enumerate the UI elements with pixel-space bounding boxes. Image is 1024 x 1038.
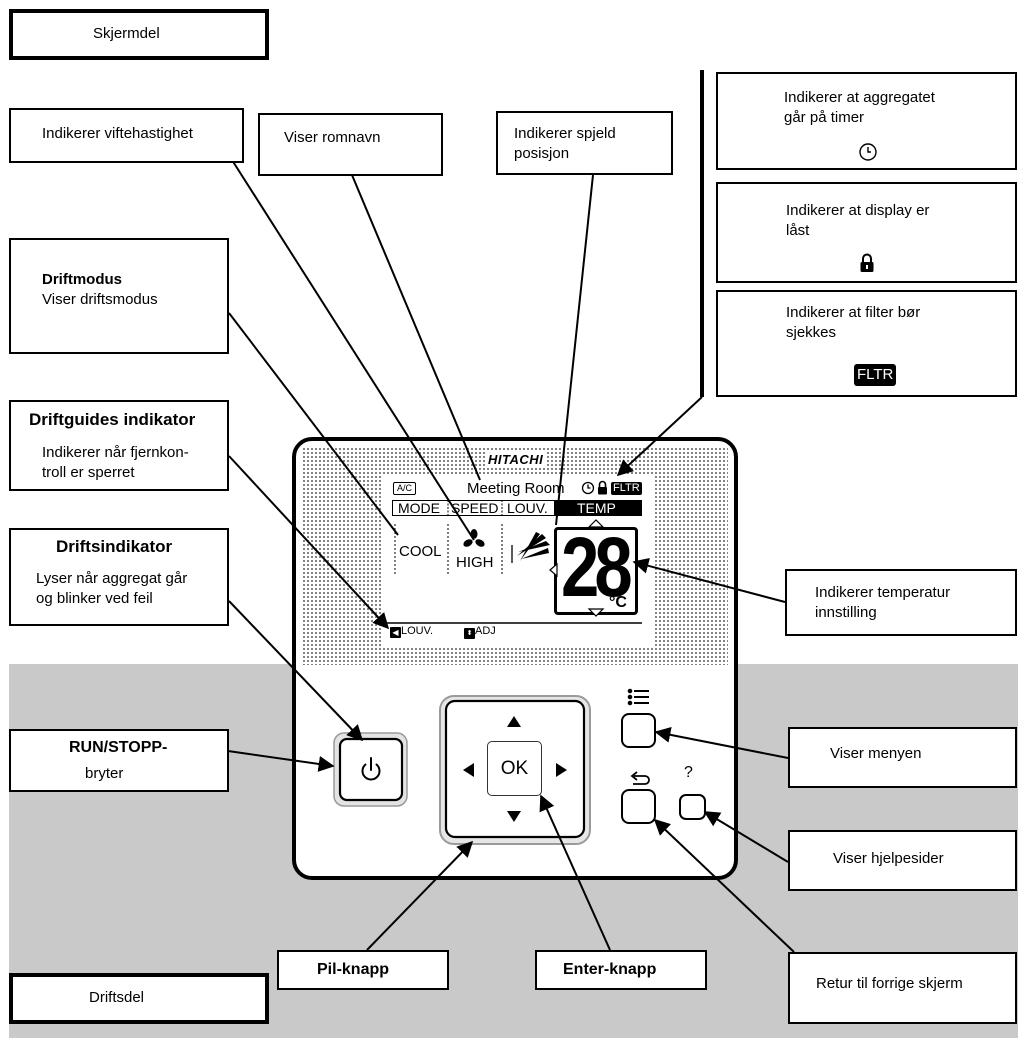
speed-value: HIGH [456, 554, 494, 571]
callout-run-stop: RUN/STOPP- bryter [9, 729, 229, 792]
callout-menu: Viser menyen [788, 727, 1017, 788]
callout-title: Driftguides indikator [29, 410, 196, 429]
tab-temp-highlight [554, 500, 642, 516]
callout-lock: Indikerer at display er låst [716, 182, 1017, 283]
temperature-unit: °C [609, 594, 627, 611]
filter-badge: FLTR [611, 482, 642, 495]
menu-icon [627, 688, 649, 706]
operation-part-box: Driftsdel [9, 973, 269, 1024]
return-button [621, 789, 656, 824]
return-icon [630, 771, 650, 785]
arrow-down-icon [507, 811, 521, 822]
leader-op-mode [228, 312, 399, 536]
up-down-key-icon: ⬍ [464, 628, 475, 639]
callout-text: posisjon [514, 145, 570, 162]
lock-icon [597, 480, 608, 500]
callout-text: Indikerer temperatur [815, 584, 951, 601]
callout-text: går på timer [784, 109, 865, 126]
leader-return [653, 818, 795, 953]
leader-status-icons [616, 396, 703, 477]
callout-text: Indikerer viftehastighet [42, 125, 193, 142]
callout-return: Retur til forrige skjerm [788, 952, 1017, 1024]
help-button [679, 794, 706, 820]
temp-down-indicator [587, 608, 605, 617]
tab-mode: MODE [398, 500, 440, 516]
help-symbol: ? [684, 764, 693, 781]
brand-logo: HITACHI [486, 452, 546, 467]
leader-fan-speed [231, 159, 475, 541]
clock-icon [581, 481, 595, 500]
room-name: Meeting Room [467, 480, 565, 497]
callout-title: Pil-knapp [317, 961, 390, 978]
tab-louver: LOUV. [507, 500, 548, 516]
callout-enter-key: Enter-knapp [535, 950, 707, 990]
callout-guide: Driftguides indikator Indikerer når fjer… [9, 400, 229, 491]
tab-speed: SPEED [451, 500, 499, 516]
leader-arrow-key [366, 840, 474, 951]
callout-text: Indikerer spjeld [514, 125, 616, 142]
callout-text: Viser romnavn [284, 129, 381, 146]
temp-left-indicator [549, 562, 558, 578]
leader-run-stop [227, 750, 335, 772]
leader-help [703, 811, 789, 863]
hint-adjust: ⬍ADJ [464, 625, 496, 639]
callout-text: Lyser når aggregat går [36, 570, 188, 587]
leader-menu [654, 726, 789, 759]
callout-timer: Indikerer at aggregatet går på timer [716, 72, 1017, 170]
leader-room-name [351, 174, 481, 481]
callout-room-name: Viser romnavn [258, 113, 443, 176]
callout-text: sjekkes [786, 324, 837, 341]
callout-text: troll er sperret [42, 464, 135, 481]
callout-fan-speed: Indikerer viftehastighet [9, 108, 244, 163]
operation-part-label: Driftsdel [89, 989, 145, 1006]
callout-op-mode: Driftmodus Viser driftsmodus [9, 238, 229, 354]
callout-text: låst [786, 222, 810, 239]
mode-value: COOL [399, 543, 442, 560]
callout-text: Indikerer at filter bør [786, 304, 921, 321]
lock-icon [859, 252, 875, 279]
callout-temp: Indikerer temperatur innstilling [785, 569, 1017, 636]
leader-run-indicator [228, 600, 364, 742]
ac-badge: A/C [393, 482, 417, 495]
display-part-label: Skjermdel [93, 25, 160, 42]
callout-text: Indikerer at aggregatet [784, 89, 935, 106]
arrow-left-icon [463, 763, 474, 777]
arrow-up-icon [507, 716, 521, 727]
temperature-value: 28 [561, 520, 633, 614]
ok-button[interactable]: OK [487, 741, 542, 796]
leader-louver [555, 174, 594, 526]
callout-text: og blinker ved feil [36, 590, 153, 607]
callout-text: Indikerer at display er [786, 202, 930, 219]
callout-arrow-key: Pil-knapp [277, 950, 449, 990]
temp-up-indicator [587, 519, 605, 528]
callout-text: Indikerer når fjernkon- [42, 444, 189, 461]
menu-button [621, 713, 656, 748]
power-icon [361, 757, 381, 781]
filter-badge-large: FLTR [854, 364, 897, 386]
callout-louver: Indikerer spjeld posisjon [496, 111, 673, 175]
leader-temp [632, 557, 786, 603]
callout-title: Driftmodus [42, 271, 122, 288]
callout-text: Retur til forrige skjerm [816, 975, 963, 992]
hint-louver: ◀LOUV. [390, 625, 433, 638]
leader-enter-key [539, 794, 611, 951]
callout-text: Viser hjelpesider [833, 850, 944, 867]
callout-run-indicator: Driftsindikator Lyser når aggregat går o… [9, 528, 229, 626]
callout-text: Viser driftsmodus [42, 291, 158, 308]
callout-text: bryter [85, 765, 124, 782]
callout-filter: Indikerer at filter bør sjekkes FLTR [716, 290, 1017, 397]
louver-icon [511, 532, 550, 563]
leader-guide [228, 455, 390, 630]
callout-title: Driftsindikator [56, 537, 173, 556]
callout-text: innstilling [815, 604, 877, 621]
callout-title: Enter-knapp [563, 961, 657, 978]
arrow-right-icon [556, 763, 567, 777]
callout-title: RUN/STOPP- [69, 739, 168, 756]
callout-text: Viser menyen [830, 745, 922, 762]
display-part-box: Skjermdel [9, 9, 269, 60]
tab-temp: TEMP [577, 500, 616, 516]
callout-help: Viser hjelpesider [788, 830, 1017, 891]
clock-icon [858, 142, 878, 168]
left-key-icon: ◀ [390, 627, 401, 638]
